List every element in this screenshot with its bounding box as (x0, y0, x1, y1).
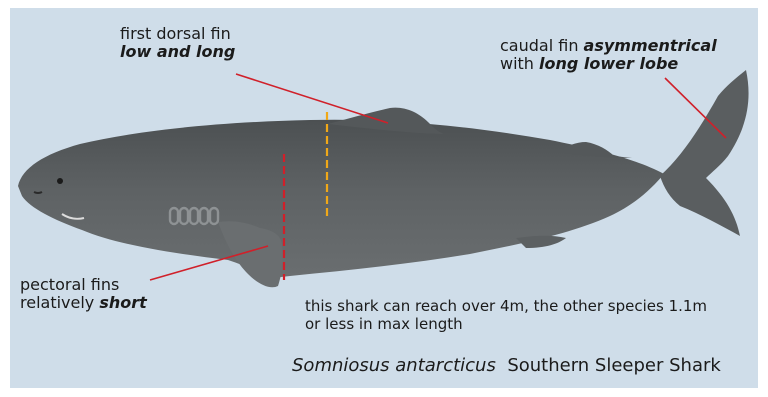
size-note-line1: this shark can reach over 4m, the other … (305, 297, 707, 315)
caudal-fin-label-line2: with long lower lobe (500, 55, 717, 73)
caudal-fin-label-line1: caudal fin asymmentrical (500, 37, 717, 55)
shark-nostril (34, 192, 42, 193)
pectoral-fin-label-emphasis: short (99, 293, 146, 312)
dorsal-fin-label-title: first dorsal fin (120, 25, 235, 43)
pectoral-fin-label-prefix: relatively (20, 293, 99, 312)
dorsal-fin-label: first dorsal fin low and long (120, 25, 235, 61)
pectoral-fin-label-title: pectoral fins (20, 276, 147, 294)
caudal-fin-label-prefix2: with (500, 54, 539, 73)
caudal-fin-label-emphasis2: long lower lobe (539, 54, 678, 73)
species-common-name: Southern Sleeper Shark (507, 355, 721, 376)
illustration-panel: first dorsal fin low and long caudal fin… (10, 8, 758, 388)
shark-eye (57, 178, 63, 184)
size-note: this shark can reach over 4m, the other … (305, 297, 707, 333)
pectoral-fin-label: pectoral fins relatively short (20, 276, 147, 312)
caudal-fin-label-prefix: caudal fin (500, 36, 584, 55)
caudal-fin-label-emphasis: asymmentrical (584, 36, 717, 55)
pectoral-fin-label-line2: relatively short (20, 294, 147, 312)
caudal-fin-label: caudal fin asymmentrical with long lower… (500, 37, 717, 73)
species-caption: Somniosus antarcticus Southern Sleeper S… (292, 357, 721, 375)
size-note-line2: or less in max length (305, 315, 707, 333)
pelvic-fin (516, 236, 566, 248)
species-scientific-name: Somniosus antarcticus (292, 355, 496, 376)
dorsal-pointer-line (236, 74, 388, 123)
shark-body (18, 120, 664, 278)
dorsal-fin-label-detail: low and long (120, 43, 235, 61)
caudal-fin (660, 70, 749, 236)
